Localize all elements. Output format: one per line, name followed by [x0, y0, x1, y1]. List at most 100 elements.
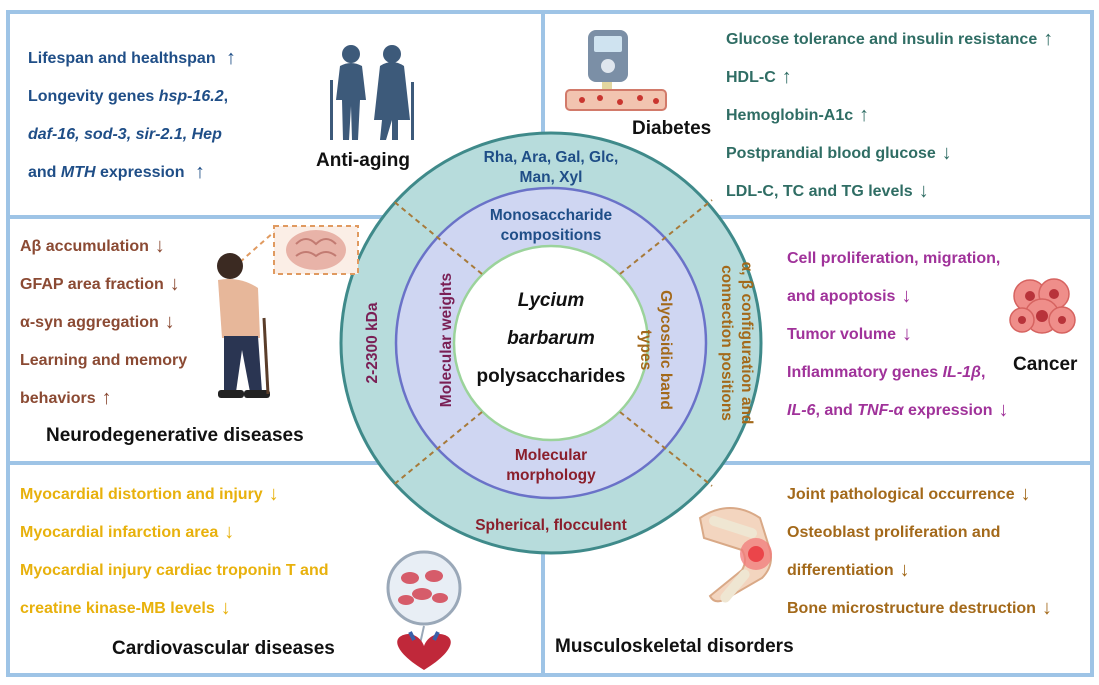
diabetes-title: Diabetes	[632, 118, 712, 139]
anti-aging-item-4: and	[28, 164, 61, 181]
up-arrow-icon: ↑	[101, 387, 112, 409]
inner-top-text: Monosaccharide compositions	[489, 207, 613, 244]
list-item: behaviors ↑	[20, 380, 187, 418]
gene-name: TNF-α	[857, 402, 904, 419]
list-item: Aβ accumulation ↓	[20, 228, 187, 266]
down-arrow-icon: ↓	[154, 235, 165, 257]
gene-names: daf-16, sod-3, sir-2.1, Hep	[28, 126, 222, 143]
list-item: α-syn aggregation ↓	[20, 304, 187, 342]
down-arrow-icon: ↓	[220, 597, 231, 619]
down-arrow-icon: ↓	[902, 323, 913, 345]
list-item: Inflammatory genes IL-1β,	[787, 354, 1009, 392]
up-arrow-icon: ↑	[859, 104, 870, 126]
conj: , and	[815, 402, 858, 419]
down-arrow-icon: ↓	[169, 273, 180, 295]
neuro-item-1: Aβ accumulation	[20, 238, 149, 255]
cardio-item-3: Myocardial injury cardiac troponin T and	[20, 562, 329, 579]
cancer-item-1: Cell proliferation, migration,	[787, 250, 1001, 267]
down-arrow-icon: ↓	[941, 142, 952, 164]
diabetes-item-5: LDL-C, TC and TG levels	[726, 183, 913, 200]
neuro-item-5: behaviors	[20, 390, 96, 407]
up-arrow-icon: ↑	[781, 66, 792, 88]
cancer-list: Cell proliferation, migration, and apopt…	[787, 240, 1009, 430]
outer-top-label: Rha, Ara, Gal, Glc, Man, Xyl	[476, 148, 626, 188]
inner-bottom-label: Molecular morphology	[471, 446, 631, 486]
up-arrow-icon: ↑	[194, 161, 205, 183]
musculo-title: Musculoskeletal disorders	[555, 636, 794, 657]
list-item: LDL-C, TC and TG levels↓	[726, 173, 1053, 211]
neuro-item-4: Learning and memory	[20, 352, 188, 369]
cancer-item-4: Inflammatory genes	[787, 364, 943, 381]
elderly-couple-icon	[330, 45, 414, 140]
inner-top-label: Monosaccharide compositions	[461, 206, 641, 246]
glucose-meter-icon	[565, 30, 667, 111]
gene-name: hsp-16.2	[158, 88, 224, 105]
center-circle	[452, 244, 650, 442]
musculo-list: Joint pathological occurrence↓ Osteoblas…	[787, 476, 1052, 628]
neuro-title: Neurodegenerative diseases	[46, 425, 304, 446]
down-arrow-icon: ↓	[899, 559, 910, 581]
cardio-list: Myocardial distortion and injury↓ Myocar…	[20, 476, 329, 628]
gene-name: IL-1β	[942, 364, 981, 381]
outer-top-text: Rha, Ara, Gal, Glc, Man, Xyl	[483, 149, 619, 186]
center-line1: Lycium	[517, 290, 585, 311]
list-item: GFAP area fraction ↓	[20, 266, 187, 304]
musculo-item-3: differentiation	[787, 562, 894, 579]
list-item: Osteoblast proliferation and	[787, 514, 1052, 552]
neuro-item-2: GFAP area fraction	[20, 276, 164, 293]
ring-dividers	[391, 199, 713, 487]
down-arrow-icon: ↓	[998, 399, 1009, 421]
inner-bottom-text: Molecular morphology	[506, 447, 596, 484]
down-arrow-icon: ↓	[901, 285, 912, 307]
diabetes-item-4: Postprandial blood glucose	[726, 145, 936, 162]
anti-aging-list: Lifespan and healthspan ↑ Longevity gene…	[28, 40, 236, 192]
list-item: Glucose tolerance and insulin resistance…	[726, 21, 1053, 59]
punct: ,	[980, 364, 986, 381]
list-item: Myocardial injury cardiac troponin T and	[20, 552, 329, 590]
anti-aging-title: Anti-aging	[316, 150, 410, 171]
list-item: daf-16, sod-3, sir-2.1, Hep	[28, 116, 236, 154]
list-item: Joint pathological occurrence↓	[787, 476, 1052, 514]
down-arrow-icon: ↓	[224, 521, 235, 543]
up-arrow-icon: ↑	[1043, 28, 1054, 50]
list-item: Longevity genes hsp-16.2,	[28, 78, 236, 116]
cancer-title: Cancer	[1013, 354, 1078, 375]
diabetes-item-1: Glucose tolerance and insulin resistance	[726, 31, 1038, 48]
anti-aging-item-4-end: expression	[95, 164, 185, 181]
knee-joint-icon	[698, 507, 772, 603]
heart-cells-icon	[386, 550, 462, 670]
gene-name: IL-6	[787, 402, 816, 419]
center-line2: barbarum	[507, 328, 595, 349]
cardio-title: Cardiovascular diseases	[112, 638, 335, 659]
cancer-cell-icon	[1009, 278, 1076, 334]
elderly-man-brain-icon	[217, 225, 359, 398]
down-arrow-icon: ↓	[164, 311, 175, 333]
inner-left-label: Molecular weights	[437, 265, 457, 415]
down-arrow-icon: ↓	[1041, 597, 1052, 619]
inner-right-label: Glycosidic band types	[635, 275, 675, 425]
cardio-item-2: Myocardial infarction area	[20, 524, 219, 541]
center-title: Lycium barbarum polysaccharides	[461, 282, 641, 396]
list-item: and MTH expression ↑	[28, 154, 236, 192]
inner-left-text: Molecular weights	[438, 272, 455, 408]
anti-aging-item-1: Lifespan and healthspan	[28, 50, 216, 67]
punct: ,	[223, 88, 229, 105]
up-arrow-icon: ↑	[226, 47, 237, 69]
list-item: Bone microstructure destruction ↓	[787, 590, 1052, 628]
diabetes-item-3: Hemoglobin-A1c	[726, 107, 854, 124]
down-arrow-icon: ↓	[1020, 483, 1031, 505]
musculo-item-2: Osteoblast proliferation and	[787, 524, 1001, 541]
anti-aging-item-2: Longevity genes	[28, 88, 159, 105]
gene-name: MTH	[60, 164, 96, 181]
list-item: differentiation ↓	[787, 552, 1052, 590]
outer-right-text: α, β configuration and connection positi…	[718, 261, 755, 425]
list-item: Lifespan and healthspan ↑	[28, 40, 236, 78]
cancer-item-5: expression	[903, 402, 993, 419]
neuro-item-3: α-syn aggregation	[20, 314, 159, 331]
diabetes-list: Glucose tolerance and insulin resistance…	[726, 21, 1053, 211]
list-item: Tumor volume ↓	[787, 316, 1009, 354]
center-line3: polysaccharides	[476, 366, 626, 387]
cancer-item-3: Tumor volume	[787, 326, 897, 343]
musculo-item-4: Bone microstructure destruction	[787, 600, 1036, 617]
